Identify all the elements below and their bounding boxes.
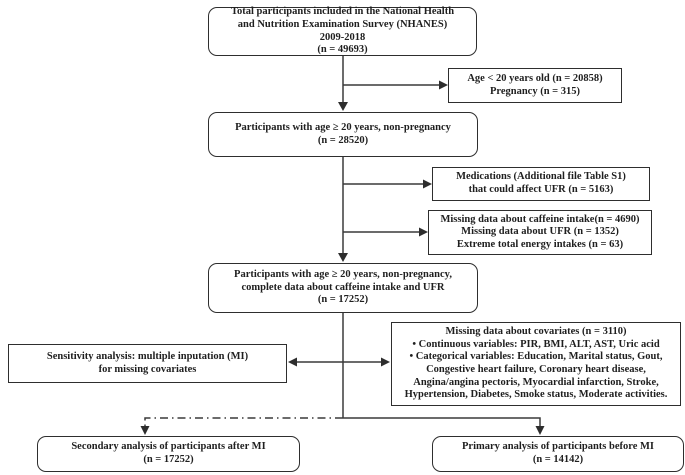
box-text-line: Pregnancy (n = 315) bbox=[489, 85, 581, 97]
box-secondary-analysis: Secondary analysis of participants after… bbox=[37, 436, 300, 472]
box-text-line: • Categorical variables: Education, Mari… bbox=[409, 351, 663, 363]
box-text-line: Hypertension, Diabetes, Smoke status, Mo… bbox=[404, 389, 668, 401]
box-text-line: (n = 28520) bbox=[317, 134, 369, 146]
arrowhead-into-sensitivity bbox=[288, 357, 297, 367]
arrowhead-into-age20 bbox=[338, 102, 348, 111]
box-text-line: (n = 49693) bbox=[317, 44, 368, 56]
box-text-line: Missing data about UFR (n = 1352) bbox=[461, 226, 619, 238]
box-complete-data: Participants with age ≥ 20 years, non-pr… bbox=[208, 263, 478, 313]
box-text-line: • Continuous variables: PIR, BMI, ALT, A… bbox=[412, 338, 660, 350]
box-text-line: for missing covariates bbox=[98, 363, 197, 375]
box-age20-nonpregnancy: Participants with age ≥ 20 years, non-pr… bbox=[208, 112, 478, 157]
box-text-line: complete data about caffeine intake and … bbox=[241, 281, 445, 293]
box-text-line: (n = 14142) bbox=[532, 454, 584, 465]
box-text-line: Congestive heart failure, Coronary heart… bbox=[426, 364, 646, 375]
box-age-pregnancy-excluded: Age < 20 years old (n = 20858) Pregnancy… bbox=[448, 68, 622, 103]
box-missing-covariates: Missing data about covariates (n = 3110)… bbox=[391, 322, 681, 406]
box-text-line: Missing data about covariates (n = 3110) bbox=[445, 326, 627, 338]
arrowhead-into-complete bbox=[338, 253, 348, 262]
box-text-line: Missing data about caffeine intake(n = 4… bbox=[440, 213, 640, 225]
box-total-participants: Total participants included in the Natio… bbox=[208, 6, 477, 56]
connector-junction-to-primary bbox=[343, 417, 541, 427]
box-text-line: Participants with age ≥ 20 years, non-pr… bbox=[234, 269, 452, 281]
box-text-line: Secondary analysis of participants after… bbox=[71, 441, 266, 453]
box-primary-analysis: Primary analysis of participants before … bbox=[432, 436, 684, 472]
box-text-line: Sensitivity analysis: multiple inputatio… bbox=[46, 350, 249, 362]
box-text-line: Extreme total energy intakes (n = 63) bbox=[456, 238, 624, 250]
box-text-line: that could affect UFR (n = 5163) bbox=[468, 184, 614, 195]
arrowhead-into-age-exclusion bbox=[439, 80, 448, 90]
box-medications-excluded: Medications (Additional file Table S1) t… bbox=[432, 167, 650, 201]
box-text-line: Age < 20 years old (n = 20858) bbox=[467, 72, 603, 84]
arrowhead-into-medications bbox=[423, 179, 432, 189]
box-text-line: and Nutrition Examination Survey (NHANES… bbox=[237, 18, 448, 30]
box-text-line: Primary analysis of participants before … bbox=[462, 441, 654, 453]
box-text-line: (n = 17252) bbox=[143, 454, 194, 465]
box-text-line: Participants with age ≥ 20 years, non-pr… bbox=[235, 121, 451, 133]
arrowhead-into-covariates bbox=[381, 357, 390, 367]
box-text-line: Medications (Additional file Table S1) bbox=[456, 171, 626, 183]
box-text-line: (n = 17252) bbox=[317, 294, 369, 306]
box-text-line: Angina/angina pectoris, Myocardial infar… bbox=[413, 376, 659, 388]
arrowhead-into-primary bbox=[535, 426, 545, 435]
arrowhead-into-secondary bbox=[140, 426, 150, 435]
connector-junction-to-secondary-dashdot bbox=[144, 417, 343, 426]
box-text-line: Total participants included in the Natio… bbox=[230, 6, 455, 18]
box-sensitivity-analysis: Sensitivity analysis: multiple inputatio… bbox=[8, 344, 287, 383]
arrowhead-into-missing-data bbox=[419, 227, 428, 237]
box-missing-data-excluded: Missing data about caffeine intake(n = 4… bbox=[428, 210, 652, 255]
box-text-line: 2009-2018 bbox=[319, 31, 366, 43]
